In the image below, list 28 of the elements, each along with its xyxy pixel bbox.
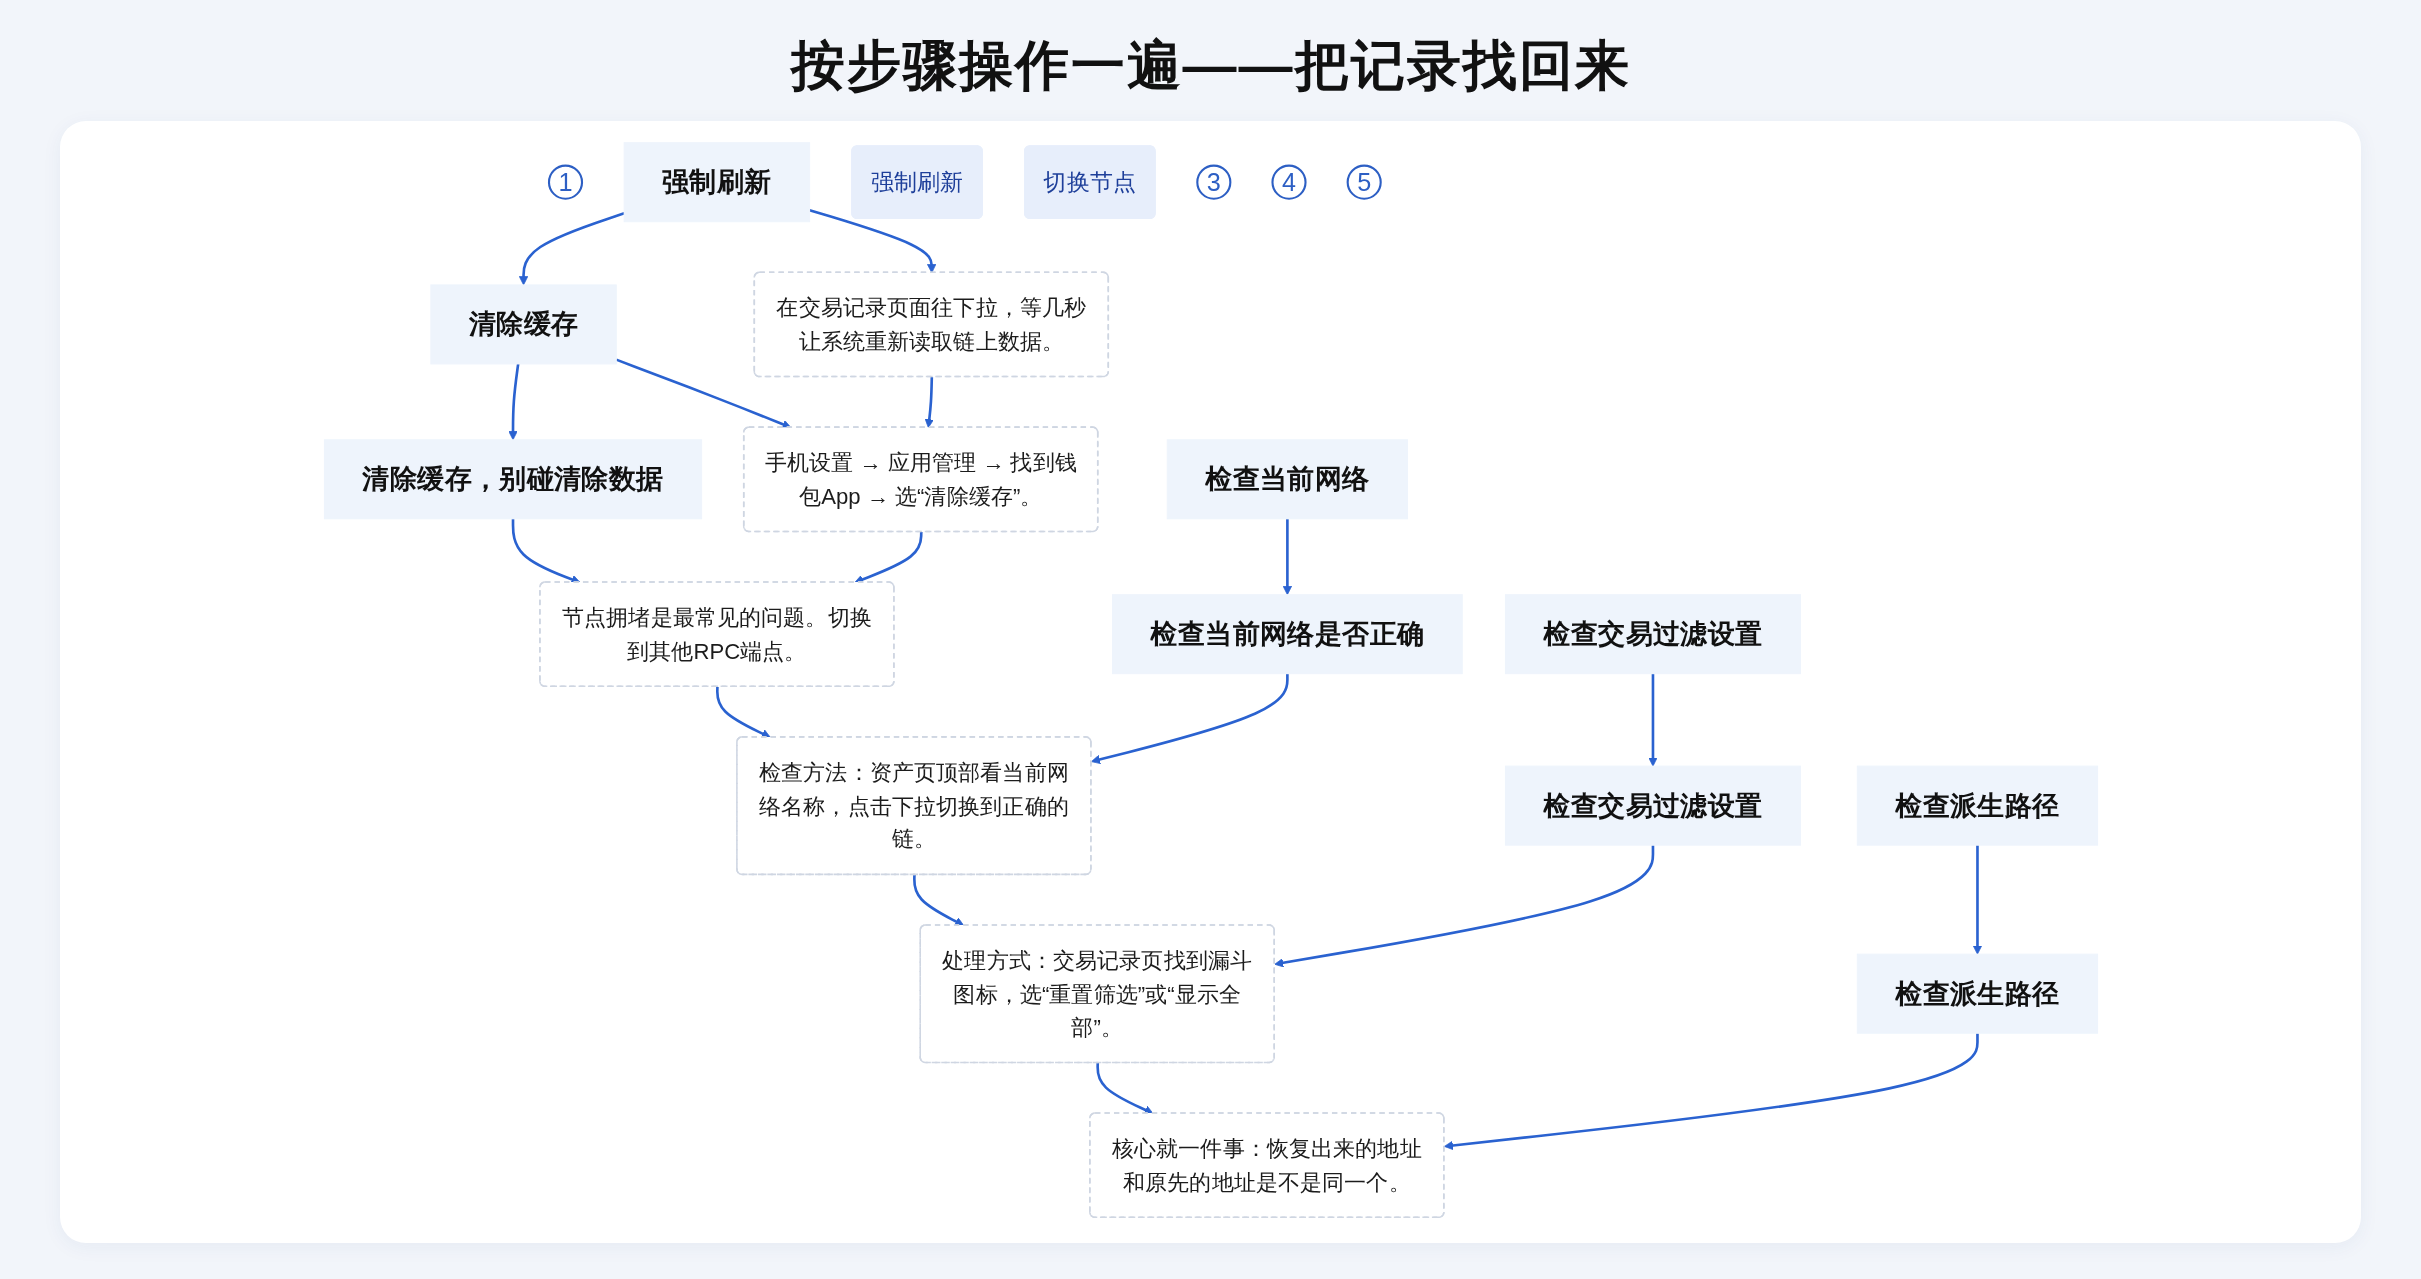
arrow [1090,673,1289,764]
node-box: 检查当前网络是否正确 [1111,594,1463,675]
node-circle: 3 [1195,164,1231,200]
node-circle: 4 [1270,164,1307,200]
node-box: 检查交易过滤设置 [1504,594,1801,675]
arrow [912,874,964,926]
node-box: 清除缓存，别碰清除数据 [323,439,702,520]
diagram-title: 按步骤操作一遍——把记录找回来 [790,34,1631,97]
node-box: 强制刷新 [623,142,810,223]
arrow [1273,845,1654,968]
node-circle: 1 [547,164,583,200]
arrow [1095,1062,1154,1115]
node-circle: 5 [1346,164,1382,200]
arrow [507,363,519,441]
arrow [1443,1033,1979,1151]
arrow [1647,673,1658,767]
arrow [615,358,791,429]
arrow [715,686,771,738]
node-box: 清除缓存 [429,284,617,365]
node-box: 检查派生路径 [1856,765,2098,846]
node-box: 检查派生路径 [1856,953,2098,1034]
arrow [924,377,934,429]
arrow [1282,518,1292,596]
node-box: 检查当前网络 [1166,439,1408,520]
node-box: 检查交易过滤设置 [1504,765,1801,846]
arrow [1972,845,1982,955]
arrow [511,518,581,584]
arrow [853,531,923,584]
